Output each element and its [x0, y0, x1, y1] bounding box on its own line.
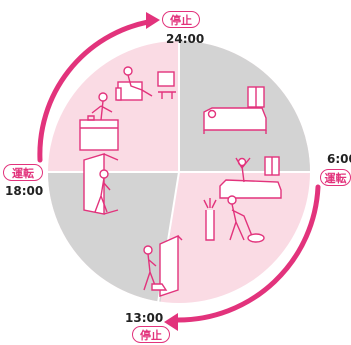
time-label-1800: 18:00: [5, 185, 43, 197]
time-label-2400: 24:00: [166, 33, 204, 45]
arrow-head-icon: [146, 12, 160, 29]
run-tag-right: 運転: [320, 169, 351, 186]
time-label-1300: 13:00: [125, 312, 163, 324]
run-tag-left: 運転: [3, 164, 43, 181]
stop-tag-top: 停止: [162, 11, 200, 28]
time-label-0600: 6:00: [327, 153, 351, 165]
stop-tag-bottom: 停止: [132, 326, 170, 343]
